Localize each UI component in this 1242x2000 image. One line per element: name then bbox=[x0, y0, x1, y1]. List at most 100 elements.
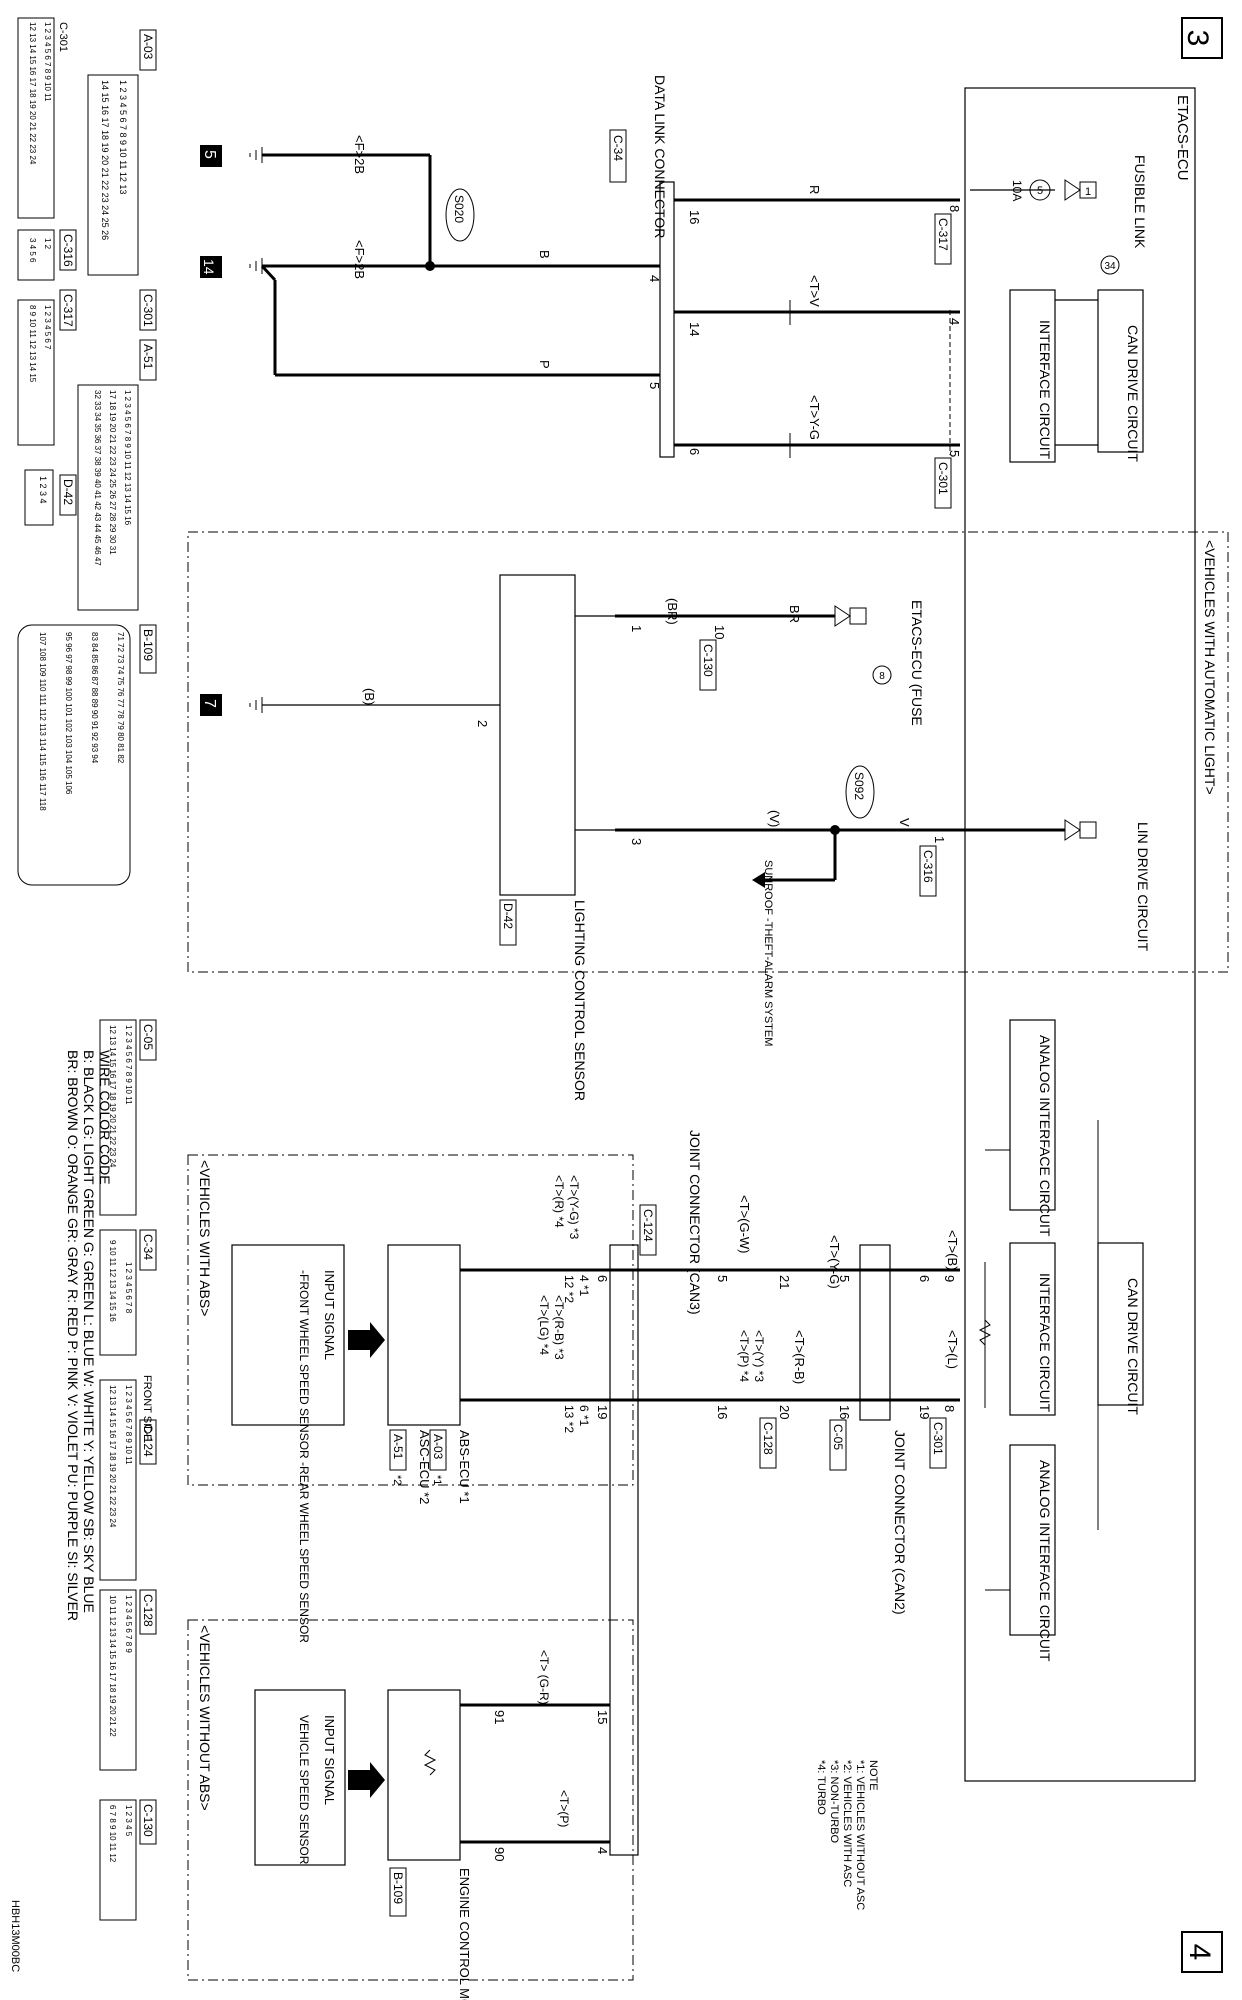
svg-text:1 2 3 4 5 6 7 8 9 10 11: 1 2 3 4 5 6 7 8 9 10 11 bbox=[124, 1385, 133, 1465]
interface-circuit-box-2 bbox=[1009, 1242, 1056, 1416]
ground-5-label: 5 bbox=[201, 150, 218, 159]
svg-text:13 *2: 13 *2 bbox=[562, 1405, 576, 1433]
c317-code: C-317 bbox=[936, 218, 950, 251]
d42-code: D-42 bbox=[501, 903, 515, 929]
svg-text:*1: *1 bbox=[431, 1475, 443, 1485]
svg-text:1 2 3 4 5 6 7: 1 2 3 4 5 6 7 bbox=[43, 305, 52, 350]
c316-code: C-316 bbox=[921, 850, 935, 883]
svg-text:6: 6 bbox=[917, 1275, 932, 1282]
joint-connector-can2 bbox=[859, 1244, 891, 1421]
svg-text:C-128: C-128 bbox=[141, 1594, 155, 1627]
svg-text:<F>2B: <F>2B bbox=[352, 135, 367, 174]
svg-text:C-316: C-316 bbox=[61, 234, 75, 267]
lin-drive-label: LIN DRIVE CIRCUIT bbox=[1135, 822, 1151, 952]
svg-text:6: 6 bbox=[687, 448, 702, 455]
connector-c301: C-301 1 2 3 4 5 6 7 8 9 10 11 12 13 14 1… bbox=[17, 17, 157, 331]
svg-text:C-05: C-05 bbox=[141, 1024, 155, 1050]
asc-ecu-label: ASC-ECU *2 bbox=[417, 1430, 432, 1504]
abs-ecu-label: ABS-ECU *1 bbox=[457, 1430, 472, 1504]
svg-text:1 2 3 4 5 6 7 8 9 10 11: 1 2 3 4 5 6 7 8 9 10 11 bbox=[124, 1025, 133, 1105]
svg-text:16: 16 bbox=[715, 1405, 730, 1419]
svg-text:C-301: C-301 bbox=[141, 294, 155, 327]
svg-text:*3: NON-TURBO: *3: NON-TURBO bbox=[828, 1760, 840, 1844]
svg-text:16: 16 bbox=[687, 210, 702, 224]
can-drive-circuit-box-2 bbox=[1097, 1242, 1144, 1406]
svg-text:12 13 14 15 16 17 18 19 20 21: 12 13 14 15 16 17 18 19 20 21 22 23 24 bbox=[28, 22, 37, 165]
wire-color-title: WIRE COLOR CODE bbox=[97, 1050, 113, 1185]
svg-text:91: 91 bbox=[492, 1710, 507, 1724]
can-drive-circuit-box bbox=[1097, 289, 1144, 453]
ecm-label: ENGINE CONTROL MODULE bbox=[457, 1868, 472, 2000]
svg-text:90: 90 bbox=[492, 1847, 507, 1861]
svg-text:1 2 3 4 5 6 7 8: 1 2 3 4 5 6 7 8 bbox=[124, 1262, 133, 1314]
svg-text:5: 5 bbox=[837, 1275, 852, 1282]
b109-code: B-109 bbox=[391, 1872, 405, 1904]
ground-14-label: 14 bbox=[201, 259, 217, 275]
svg-text:19: 19 bbox=[917, 1405, 932, 1419]
automatic-light-region bbox=[187, 531, 1229, 973]
svg-text:C-124: C-124 bbox=[141, 1424, 155, 1457]
svg-text:<T>(L): <T>(L) bbox=[945, 1330, 960, 1369]
svg-text:FRONT SIDE: FRONT SIDE bbox=[141, 1375, 153, 1441]
svg-text:ANALOG INTERFACE CIRCUIT: ANALOG INTERFACE CIRCUIT bbox=[1037, 1035, 1053, 1237]
connector-b109: B-109 71 72 73 74 75 76 77 78 79 80 81 8… bbox=[17, 624, 157, 886]
svg-text:5: 5 bbox=[647, 382, 662, 389]
note-title: NOTE bbox=[867, 1760, 879, 1791]
svg-text:1: 1 bbox=[932, 836, 947, 843]
c124-code: C-124 bbox=[641, 1209, 655, 1242]
fusible-link-symbol bbox=[1064, 179, 1081, 201]
svg-text:95 96 97 98 99 100 101 102 103: 95 96 97 98 99 100 101 102 103 104 105 1… bbox=[64, 632, 73, 795]
etacs-fuse-symbol bbox=[834, 605, 851, 627]
c05-code: C-05 bbox=[831, 1424, 845, 1450]
svg-text:8: 8 bbox=[942, 1405, 957, 1412]
svg-text:14 15 16 17 18 19 20 21 22 23: 14 15 16 17 18 19 20 21 22 23 24 25 26 bbox=[100, 80, 110, 240]
svg-text:<T>(Y-G): <T>(Y-G) bbox=[827, 1235, 842, 1289]
svg-text:107 108 109 110 111 112 113 11: 107 108 109 110 111 112 113 114 115 116 … bbox=[38, 632, 47, 811]
svg-text:9 10 11 12 13 14 15 16: 9 10 11 12 13 14 15 16 bbox=[108, 1240, 117, 1322]
svg-text:1 2 3 4 5 6 7 8 9 10 11 12 13: 1 2 3 4 5 6 7 8 9 10 11 12 13 14 15 16 bbox=[123, 390, 132, 526]
ground-14-symbol bbox=[249, 258, 263, 274]
ground-7-symbol bbox=[249, 697, 263, 713]
fusible-link-number-circle bbox=[1100, 255, 1120, 275]
svg-text:JOINT CONNECTOR (CAN3): JOINT CONNECTOR (CAN3) bbox=[687, 1130, 703, 1315]
svg-text:5: 5 bbox=[947, 450, 962, 457]
svg-text:6 7 8 9 10 11 12: 6 7 8 9 10 11 12 bbox=[108, 1805, 117, 1863]
svg-text:6 *1: 6 *1 bbox=[577, 1405, 591, 1427]
svg-text:12 13 14 15 16 17 18 19 20 21: 12 13 14 15 16 17 18 19 20 21 22 23 24 bbox=[108, 1025, 117, 1168]
svg-text:21: 21 bbox=[777, 1275, 792, 1289]
svg-text:9: 9 bbox=[942, 1275, 957, 1282]
svg-text:INPUT SIGNAL: INPUT SIGNAL bbox=[322, 1270, 337, 1360]
vss-input-signal-box bbox=[254, 1689, 346, 1866]
svg-text:14: 14 bbox=[687, 322, 702, 336]
joint-connector-can3 bbox=[609, 1244, 639, 1856]
svg-text:INPUT SIGNAL: INPUT SIGNAL bbox=[322, 1715, 337, 1805]
svg-text:*4: TURBO: *4: TURBO bbox=[815, 1760, 827, 1815]
svg-text:4: 4 bbox=[647, 275, 662, 282]
svg-text:71 72 73 74 75 76 77 78 79 80: 71 72 73 74 75 76 77 78 79 80 81 82 bbox=[116, 632, 125, 764]
connector-d42: D-42 1 2 3 4 bbox=[24, 469, 77, 526]
svg-text:8: 8 bbox=[947, 205, 962, 212]
svg-text:5: 5 bbox=[715, 1275, 730, 1282]
svg-text:1 2: 1 2 bbox=[43, 238, 52, 250]
abs-sensors-label: -FRONT WHEEL SPEED SENSOR -REAR WHEEL SP… bbox=[297, 1270, 311, 1643]
svg-text:83 84 85 86 87 88 89 90 91 92: 83 84 85 86 87 88 89 90 91 92 93 94 bbox=[90, 632, 99, 764]
svg-text:<T>(R-B) *3: <T>(R-B) *3 bbox=[552, 1295, 566, 1360]
ecm-box bbox=[387, 1689, 461, 1861]
svg-text:<T> (G-R): <T> (G-R) bbox=[537, 1650, 551, 1705]
svg-text:BR: BR bbox=[787, 605, 802, 623]
svg-text:15: 15 bbox=[595, 1710, 610, 1724]
svg-text:<T>Y-G: <T>Y-G bbox=[807, 395, 822, 440]
svg-text:INTERFACE CIRCUIT: INTERFACE CIRCUIT bbox=[1037, 1273, 1053, 1413]
fuse-amp-label: 10A bbox=[1010, 180, 1024, 201]
svg-text:4 *1: 4 *1 bbox=[577, 1275, 591, 1297]
splice-s092: S092 bbox=[852, 772, 866, 800]
svg-text:1 2 3 4 5 6 7 8 9: 1 2 3 4 5 6 7 8 9 bbox=[124, 1595, 133, 1653]
svg-text:C-317: C-317 bbox=[61, 294, 75, 327]
interface-circuit-box bbox=[1009, 289, 1056, 463]
analog-interface-box-1 bbox=[1009, 1019, 1056, 1211]
svg-text:4: 4 bbox=[947, 318, 962, 325]
page-number-bottom: 4 bbox=[1183, 1944, 1216, 1961]
doc-code: HBH13M00BC bbox=[9, 1900, 21, 1972]
svg-text:5: 5 bbox=[1037, 185, 1043, 197]
connector-c124: C-124 1 2 3 4 5 6 7 8 9 10 11 12 13 14 1… bbox=[99, 1379, 157, 1581]
